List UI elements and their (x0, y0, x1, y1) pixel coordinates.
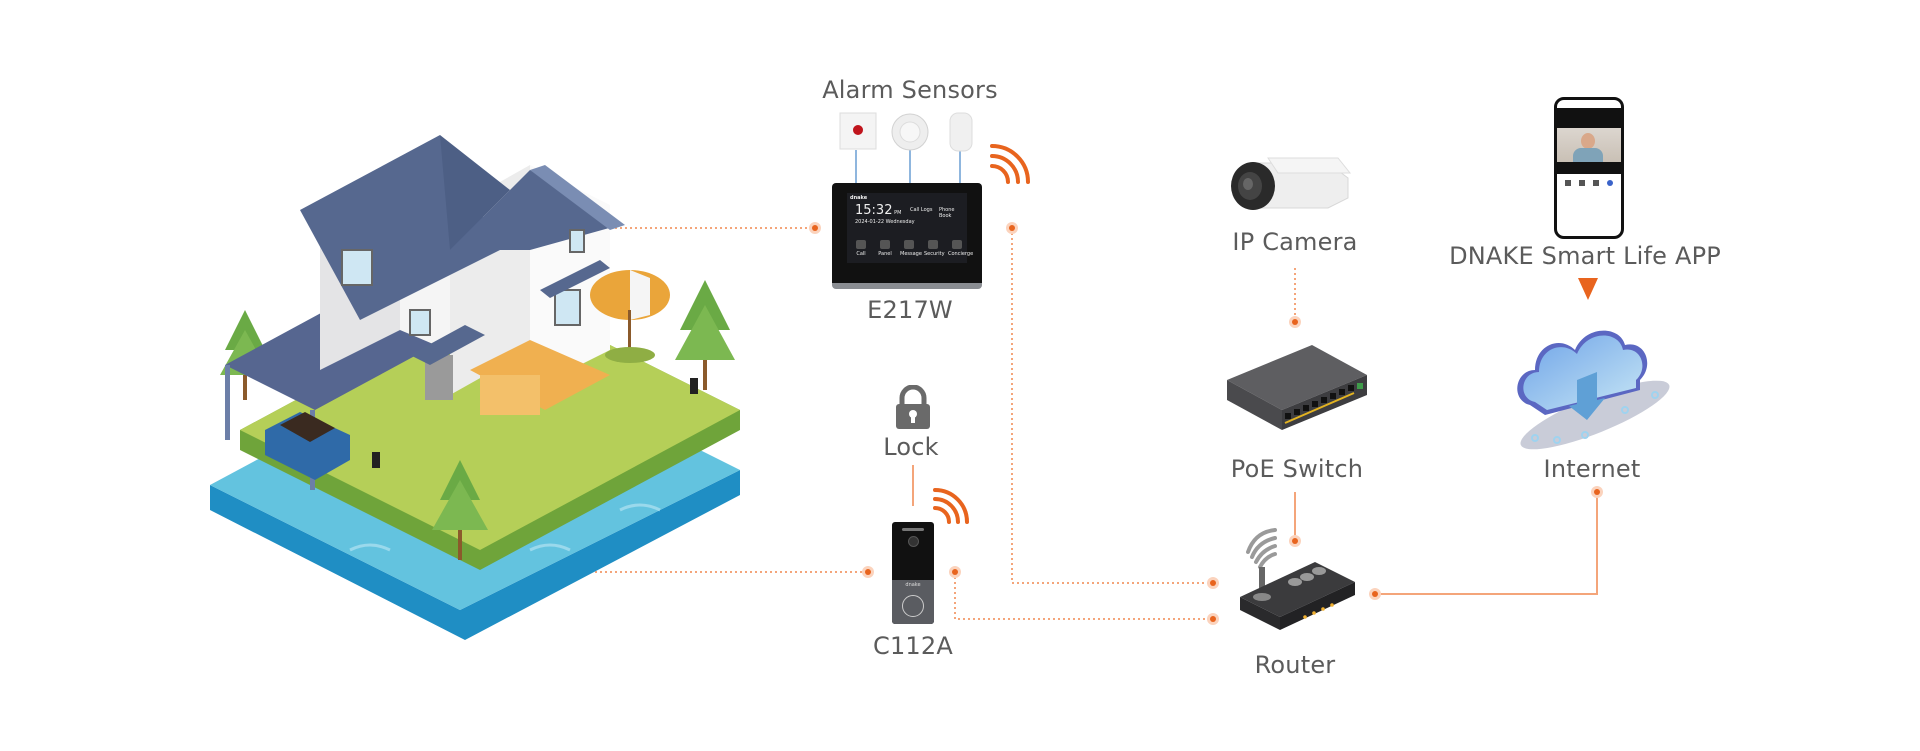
e217w-label: E217W (867, 296, 953, 324)
wifi-icon (933, 488, 969, 524)
car-icon (265, 412, 350, 480)
screen-time: 15:32 PM (855, 203, 902, 218)
ip-camera-label: IP Camera (1232, 228, 1358, 256)
lock-icon (896, 385, 930, 429)
card-reader-icon (902, 595, 924, 617)
screen-brand: dnake (850, 195, 868, 201)
connector-dot (1289, 535, 1301, 547)
lock-label: Lock (883, 433, 939, 461)
c112a-label: C112A (873, 632, 953, 660)
tree-icon (432, 460, 488, 560)
connector-dot (1369, 588, 1381, 600)
link-e217w-router (1011, 228, 1213, 584)
house-illustration (210, 135, 740, 640)
connector-dot (949, 566, 961, 578)
connector-dot (862, 566, 874, 578)
connector-dot (1591, 486, 1603, 498)
alarm-sensors-label: Alarm Sensors (822, 76, 998, 104)
poe-switch-label: PoE Switch (1230, 455, 1364, 483)
alarm-sensors-group (839, 112, 973, 152)
screen-app-security[interactable]: Security (924, 240, 945, 257)
connector-dot (1207, 613, 1219, 625)
c112a-brand: dnake (905, 582, 921, 588)
connector-dot (1006, 222, 1018, 234)
arrow-down-icon (1578, 278, 1598, 300)
screen-app-panel[interactable]: Panel (876, 240, 894, 257)
screen-date: 2024-01-22 Wednesday (855, 219, 915, 225)
emergency-button-icon (839, 112, 877, 150)
connector-dot (1207, 577, 1219, 589)
poe-switch-icon (1227, 345, 1367, 430)
app-label: DNAKE Smart Life APP (1449, 242, 1721, 270)
umbrella-icon (590, 270, 670, 363)
connector-dot (809, 222, 821, 234)
tree-icon (675, 280, 735, 390)
router-label: Router (1254, 651, 1336, 679)
e217w-device[interactable]: dnake 15:32 PM 2024-01-22 Wednesday Call… (832, 183, 982, 289)
smartphone-device[interactable] (1554, 97, 1624, 239)
internet-label: Internet (1543, 455, 1641, 483)
screen-call-logs[interactable]: Call Logs (910, 207, 933, 213)
screen-app-message[interactable]: Message (900, 240, 922, 257)
smoke-detector-icon (891, 113, 929, 151)
router-icon (1240, 528, 1355, 630)
connector-dot (1289, 316, 1301, 328)
link-c112a-router (954, 572, 1213, 620)
video-call-feed (1557, 128, 1621, 162)
cloud-icon (1517, 330, 1670, 450)
screen-phone-book[interactable]: Phone Book (939, 207, 955, 219)
wifi-icon (990, 144, 1030, 184)
link-router-internet (1375, 492, 1598, 595)
screen-app-call[interactable]: Call (852, 240, 870, 257)
motion-sensor-icon (949, 112, 973, 152)
ip-camera-icon (1231, 157, 1352, 210)
c112a-device[interactable]: dnake (892, 522, 934, 624)
screen-app-concierge[interactable]: Concierge (948, 240, 973, 257)
